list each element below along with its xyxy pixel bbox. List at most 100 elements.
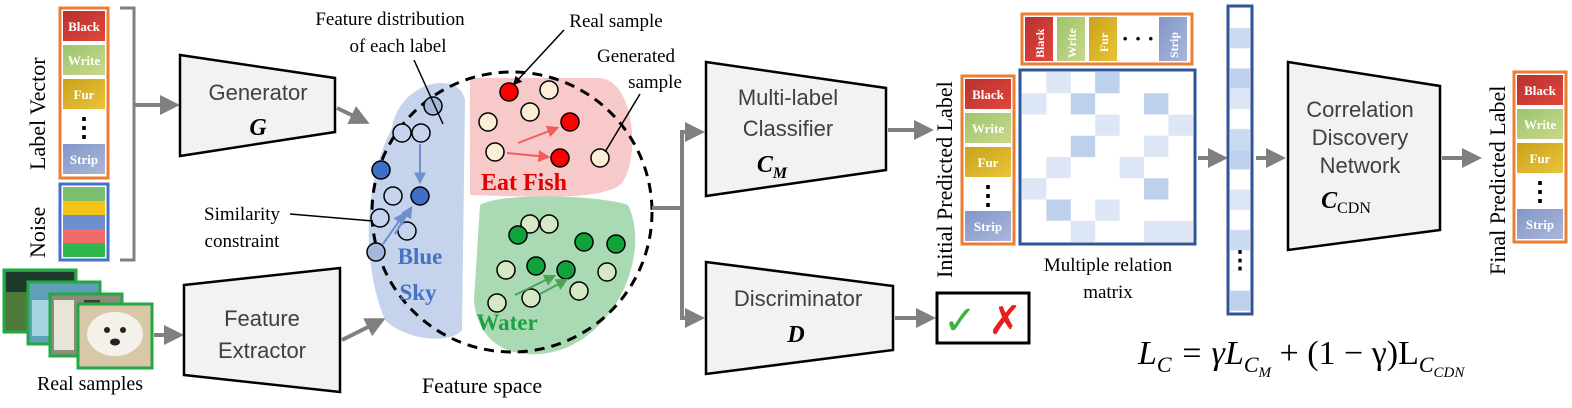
discriminator-symbol: D (786, 322, 804, 348)
real-sample-label: Real sample (569, 11, 662, 32)
initial-ellipsis: ⋮ (975, 181, 1001, 210)
matrix-cell (1168, 220, 1193, 242)
matrix-cell (1095, 72, 1120, 94)
cluster-label-blue-sky-line1: Blue (398, 244, 443, 269)
loss-t2-subsub: CDN (1434, 365, 1466, 381)
matrix-cell (1144, 93, 1169, 115)
vector-cell (1229, 209, 1251, 231)
classifier-subscript: M (772, 165, 788, 182)
classifier-block: Multi-label Classifier CM (704, 60, 888, 198)
feature-space: Blue Sky Eat Fish Water Feature distribu… (204, 9, 682, 398)
classifier-line1: Multi-label (738, 85, 838, 110)
feature-extractor-line1: Feature (224, 306, 300, 331)
noise-title: Noise (25, 207, 50, 258)
loss-lhs-sub: C (1157, 352, 1172, 377)
matrix-cell (1095, 114, 1120, 136)
label-vector-item-black: Black (68, 19, 101, 34)
vector-cell (1229, 27, 1251, 49)
matrix-cell (1046, 72, 1071, 94)
final-item-fur: Fur (1530, 151, 1551, 166)
relation-matrix-caption-line1: Multiple relation (1044, 255, 1173, 276)
loss-equation: LC = γLCM + (1 − γ)LCCDN (1137, 335, 1465, 381)
noise-band (63, 215, 105, 229)
initial-label-title: Initial Predicted Label (932, 81, 957, 278)
noise-band (63, 229, 105, 243)
discriminator-name: Discriminator (734, 286, 862, 311)
generator-block: Generator G (178, 53, 337, 158)
cdn-line1: Correlation (1306, 97, 1414, 122)
loss-t1-sub: C (1244, 352, 1259, 377)
distribution-label-line1: Feature distribution (315, 9, 465, 30)
svg-text:CCDN: CCDN (1321, 188, 1371, 217)
noise-band (63, 187, 105, 201)
distribution-label-line2: of each label (349, 36, 446, 57)
top-item-fur: Fur (1097, 32, 1111, 52)
loss-lhs: L (1137, 335, 1157, 372)
cdn-subscript: CDN (1337, 200, 1371, 217)
final-label-title: Final Predicted Label (1485, 86, 1510, 275)
feature-space-caption: Feature space (422, 373, 542, 398)
vector-cell (1229, 149, 1251, 170)
input-bracket (120, 6, 136, 262)
initial-item-fur: Fur (978, 155, 999, 170)
cluster-region-blue-sky (368, 83, 465, 339)
loss-t1-subsub: M (1258, 365, 1273, 381)
vector-cell (1229, 128, 1251, 150)
vector-cell (1229, 169, 1251, 190)
label-vector-item-fur: Fur (74, 87, 95, 102)
similarity-label-line2: constraint (205, 231, 281, 252)
final-label-vector: Final Predicted Label Black Write Fur ⋮ … (1485, 70, 1568, 275)
matrix-cell (1022, 93, 1047, 115)
top-item-black: Black (1033, 28, 1047, 58)
matrix-cell (1119, 157, 1144, 179)
vector-cell (1229, 189, 1251, 211)
label-vector: Label Vector Black Write Fur ⋮ Strip (25, 6, 110, 180)
label-vector-title: Label Vector (25, 57, 50, 170)
relation-matrix-caption-line2: matrix (1083, 282, 1133, 303)
label-vector-item-strip: Strip (70, 152, 98, 167)
loss-t2-sub: C (1419, 352, 1434, 377)
relation-matrix: Multiple relation matrix (1018, 68, 1197, 303)
feature-space-boundary (370, 70, 654, 354)
matrix-cell (1070, 135, 1096, 157)
noise-band (63, 201, 105, 215)
cluster-label-eat-fish: Eat Fish (481, 170, 567, 196)
label-vector-item-write: Write (68, 53, 100, 68)
cdn-line2: Discovery (1312, 125, 1409, 150)
vector-cell (1229, 88, 1251, 110)
flattened-vector-ellipsis: ⋮ (1228, 248, 1252, 274)
initial-label-vector: Initial Predicted Label Black Write Fur … (932, 74, 1016, 278)
initial-item-black: Black (972, 87, 1005, 102)
feature-extractor-line2: Extractor (218, 338, 306, 363)
cdn-block: Correlation Discovery Network CCDN (1286, 60, 1442, 252)
noise-vector: Noise (25, 182, 110, 262)
check-icon: ✓ (943, 299, 977, 343)
initial-item-write: Write (972, 121, 1004, 136)
final-item-write: Write (1524, 117, 1556, 132)
matrix-cell (1046, 157, 1071, 179)
cluster-label-water: Water (476, 310, 537, 335)
real-samples: Real samples (2, 268, 154, 395)
generator-symbol: G (249, 115, 267, 141)
cross-icon: ✗ (988, 299, 1022, 343)
initial-item-strip: Strip (974, 219, 1002, 234)
final-item-strip: Strip (1526, 217, 1554, 232)
similarity-label-line1: Similarity (204, 204, 281, 225)
generated-label-line2: sample (628, 72, 682, 93)
matrix-cell (1144, 135, 1169, 157)
discriminator-block: Discriminator D (704, 260, 895, 376)
arrow-generator-to-space (336, 106, 370, 125)
cluster-label-blue-sky-line2: Sky (399, 280, 437, 305)
real-samples-caption: Real samples (37, 373, 143, 395)
matrix-cell (1144, 178, 1169, 200)
vector-cell (1229, 68, 1251, 89)
matrix-cell (1144, 220, 1169, 242)
generator-name: Generator (208, 80, 307, 105)
final-item-black: Black (1524, 83, 1557, 98)
discriminator-output: ✓ ✗ (935, 291, 1031, 345)
top-label-vector: Black Write Fur · · · Strip (1020, 12, 1194, 66)
fork-arrows (652, 122, 705, 328)
matrix-cell (1022, 178, 1047, 200)
vector-cell (1229, 7, 1251, 29)
